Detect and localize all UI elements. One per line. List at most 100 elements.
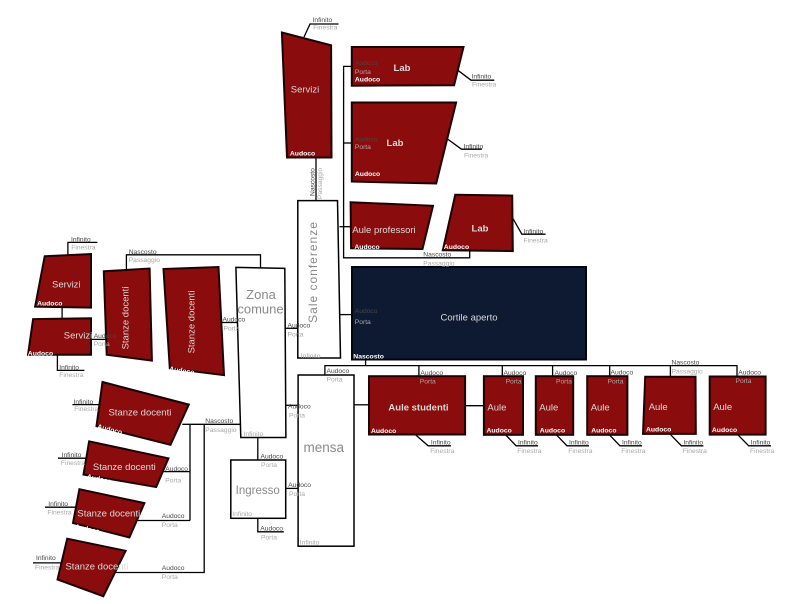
svg-text:Audoco: Audoco [355, 171, 380, 178]
svg-text:mensa: mensa [304, 440, 345, 455]
svg-text:Passaggio: Passaggio [205, 427, 237, 434]
svg-text:Infinito: Infinito [431, 440, 451, 447]
svg-text:Zona: Zona [246, 287, 276, 302]
svg-text:Audoco: Audoco [327, 368, 350, 375]
svg-text:Finestra: Finestra [430, 448, 454, 455]
svg-text:Passaggio: Passaggio [129, 257, 161, 264]
svg-text:Aule: Aule [487, 403, 506, 414]
svg-text:Infinito: Infinito [74, 399, 94, 406]
svg-text:Audoco: Audoco [420, 370, 443, 377]
svg-text:Porta: Porta [162, 574, 178, 581]
svg-text:Aule professori: Aule professori [352, 225, 415, 236]
svg-text:Lab: Lab [387, 138, 404, 149]
svg-text:Aule: Aule [713, 402, 732, 413]
svg-text:Aule: Aule [591, 403, 610, 414]
svg-text:Infinito: Infinito [518, 440, 538, 447]
svg-text:Stanze docenti: Stanze docenti [65, 562, 128, 573]
svg-text:Infinito: Infinito [301, 353, 321, 360]
svg-text:Infinito: Infinito [622, 440, 642, 447]
svg-text:Sale conferenze: Sale conferenze [306, 221, 320, 323]
svg-text:Audoco: Audoco [591, 428, 616, 435]
svg-text:Porta: Porta [162, 522, 178, 529]
svg-text:Porta: Porta [420, 379, 436, 386]
svg-text:Stanze docenti: Stanze docenti [108, 407, 171, 418]
svg-text:Porta: Porta [736, 378, 752, 385]
svg-text:Audoco: Audoco [94, 333, 117, 340]
svg-text:Audoco: Audoco [444, 244, 469, 251]
svg-text:Porta: Porta [556, 379, 572, 386]
svg-text:Finestra: Finestra [524, 237, 548, 244]
svg-text:Finestra: Finestra [683, 448, 707, 455]
svg-text:Audoco: Audoco [37, 300, 62, 307]
svg-text:Audoco: Audoco [355, 308, 378, 315]
svg-text:Porta: Porta [224, 326, 240, 333]
svg-text:Infinito: Infinito [313, 17, 333, 24]
svg-text:Lab: Lab [394, 63, 411, 74]
svg-text:Nascosto: Nascosto [310, 168, 317, 196]
svg-text:Audoco: Audoco [738, 369, 761, 376]
svg-text:Finestra: Finestra [472, 82, 496, 89]
svg-text:Finestra: Finestra [750, 448, 774, 455]
svg-text:Aule studenti: Aule studenti [388, 402, 448, 413]
svg-text:Audoco: Audoco [169, 366, 195, 376]
svg-text:Audoco: Audoco [162, 565, 185, 572]
svg-text:Finestra: Finestra [59, 372, 83, 379]
svg-text:Audoco: Audoco [288, 322, 311, 329]
svg-text:Nascosto: Nascosto [672, 359, 700, 366]
svg-text:Aule: Aule [649, 402, 668, 413]
svg-text:Finestra: Finestra [47, 510, 71, 517]
svg-text:Nascosto: Nascosto [205, 418, 233, 425]
svg-text:Infinito: Infinito [524, 229, 544, 236]
svg-text:Aule: Aule [539, 403, 558, 414]
svg-text:Finestra: Finestra [61, 460, 85, 467]
svg-text:Audoco: Audoco [712, 427, 737, 434]
svg-text:Audoco: Audoco [260, 526, 283, 533]
svg-text:Audoco: Audoco [28, 350, 53, 357]
svg-text:Infinito: Infinito [59, 365, 79, 372]
svg-text:Audoco: Audoco [355, 77, 380, 84]
svg-text:Porta: Porta [94, 341, 110, 348]
svg-text:Audoco: Audoco [223, 317, 246, 324]
svg-text:Stanze docenti: Stanze docenti [77, 508, 140, 519]
svg-text:Nascosto: Nascosto [353, 354, 384, 361]
svg-text:Porta: Porta [355, 144, 371, 151]
svg-text:Stanze docenti: Stanze docenti [93, 462, 156, 473]
svg-text:Porta: Porta [288, 332, 304, 339]
svg-text:Audoco: Audoco [487, 428, 512, 435]
svg-text:Audoco: Audoco [288, 482, 311, 489]
svg-text:Finestra: Finestra [313, 25, 337, 32]
svg-text:Finestra: Finestra [568, 448, 592, 455]
svg-text:Porta: Porta [165, 478, 181, 485]
svg-text:Finestra: Finestra [464, 152, 488, 159]
svg-text:Porta: Porta [327, 377, 343, 384]
svg-text:Audoco: Audoco [611, 370, 634, 377]
svg-text:Infinito: Infinito [71, 237, 91, 244]
svg-text:Audoco: Audoco [504, 370, 527, 377]
svg-text:Audoco: Audoco [371, 428, 396, 435]
svg-text:Infinito: Infinito [36, 555, 56, 562]
svg-text:Infinito: Infinito [244, 431, 264, 438]
svg-text:Finestra: Finestra [35, 564, 59, 571]
svg-text:Audoco: Audoco [354, 244, 379, 251]
svg-text:Porta: Porta [261, 535, 277, 542]
svg-text:Infinito: Infinito [569, 440, 589, 447]
svg-text:comune: comune [237, 302, 283, 317]
svg-text:Passaggio: Passaggio [423, 260, 455, 267]
svg-text:Servizi: Servizi [64, 331, 93, 342]
svg-text:Infinito: Infinito [472, 74, 492, 81]
svg-text:Audoco: Audoco [162, 513, 185, 520]
svg-text:Audoco: Audoco [290, 151, 315, 158]
svg-text:Audoco: Audoco [355, 137, 378, 144]
svg-text:Finestra: Finestra [71, 244, 95, 251]
svg-text:Infinito: Infinito [48, 501, 68, 508]
svg-text:Servizi: Servizi [52, 280, 81, 291]
svg-text:Servizi: Servizi [291, 85, 320, 96]
svg-text:Audoco: Audoco [355, 60, 378, 67]
svg-text:Audoco: Audoco [165, 466, 188, 473]
svg-text:Nascosto: Nascosto [129, 249, 157, 256]
svg-text:Infinito: Infinito [62, 452, 82, 459]
svg-text:Porta: Porta [289, 491, 305, 498]
svg-text:Finestra: Finestra [621, 448, 645, 455]
svg-text:Nascosto: Nascosto [423, 252, 451, 259]
svg-text:Infinito: Infinito [232, 511, 252, 518]
